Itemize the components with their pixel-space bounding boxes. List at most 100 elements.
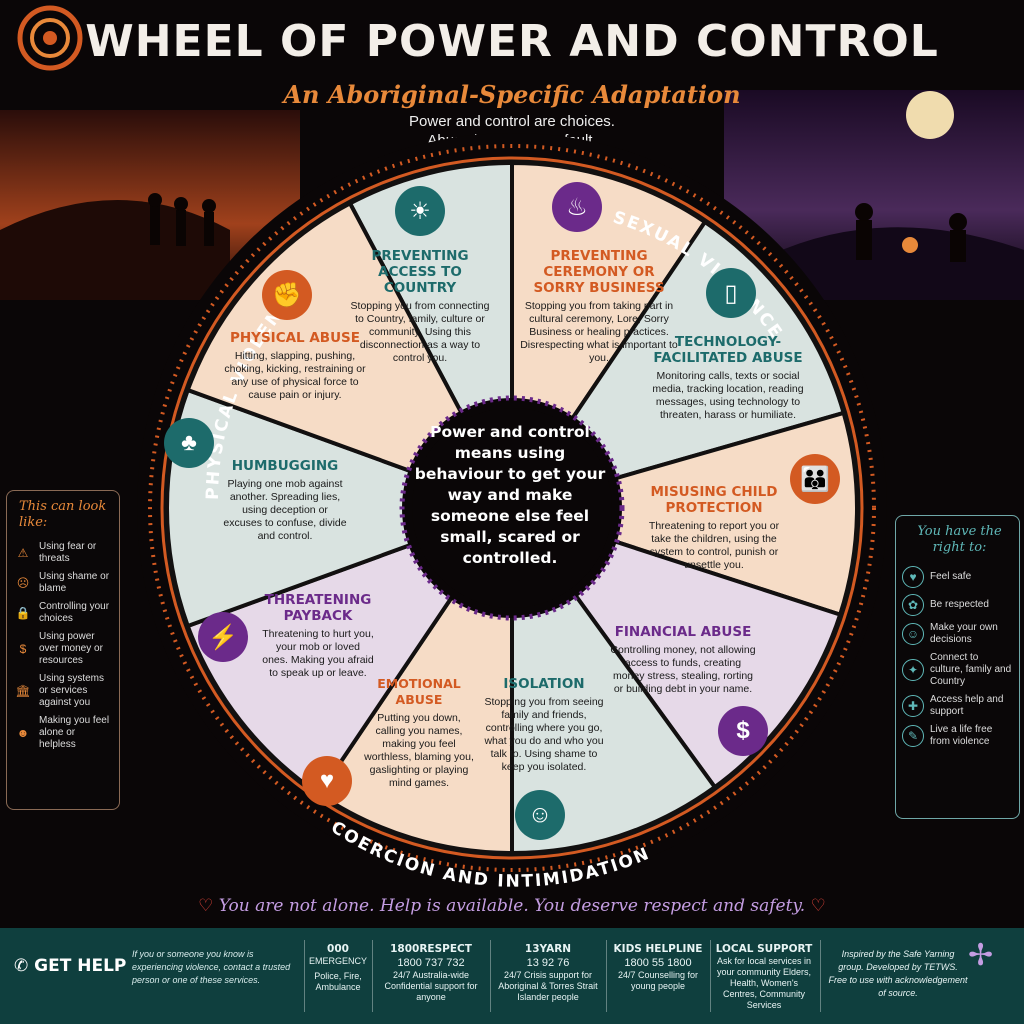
free-icon: ✎ bbox=[902, 725, 924, 747]
looks-like-box: This can look like: ⚠Using fear or threa… bbox=[6, 490, 120, 810]
support-message: ♡ You are not alone. Help is available. … bbox=[198, 896, 826, 916]
service-13yarn: 13YARN 13 92 76 24/7 Crisis support for … bbox=[494, 942, 602, 1003]
help-icon: ✚ bbox=[902, 695, 924, 717]
get-help-description: If you or someone you know is experienci… bbox=[132, 949, 291, 985]
segment-physical-abuse: PHYSICAL ABUSE Hitting, slapping, pushin… bbox=[222, 330, 368, 402]
segment-title: PREVENTING ACCESS TO COUNTRY bbox=[371, 248, 469, 296]
service-name: LOCAL SUPPORT bbox=[715, 943, 813, 955]
dragonfly-icon: ✢ bbox=[968, 939, 994, 972]
warning-icon: ⚠ bbox=[17, 546, 29, 560]
rights-item: ✚Access help and support bbox=[902, 694, 1013, 718]
country-landscape-icon: ☀ bbox=[395, 186, 445, 236]
divider bbox=[606, 940, 607, 1012]
segment-desc: Controlling money, not allowing access t… bbox=[610, 644, 756, 695]
lightning-icon: ⚡ bbox=[198, 612, 248, 662]
looks-like-item: ☹Using shame or blame bbox=[13, 571, 113, 595]
segment-desc: Stopping you from connecting to Country,… bbox=[350, 300, 490, 364]
service-name: KIDS HELPLINE bbox=[613, 943, 703, 955]
segment-desc: Stopping you from taking part in cultura… bbox=[520, 300, 678, 364]
alone-icon: ☻ bbox=[16, 726, 30, 740]
help-footer: ✆ GET HELP If you or someone you know is… bbox=[0, 928, 1024, 1024]
phone-icon: ✆ bbox=[14, 956, 29, 976]
segment-technology-abuse: TECHNOLOGY-FACILITATED ABUSE Monitoring … bbox=[648, 334, 808, 422]
segment-title: HUMBUGGING bbox=[231, 458, 339, 474]
service-000: 000 EMERGENCY Police, Fire, Ambulance bbox=[306, 942, 370, 993]
divider bbox=[304, 940, 305, 1012]
divider bbox=[372, 940, 373, 1012]
segment-desc: Putting you down, calling you names, mak… bbox=[364, 712, 474, 789]
segment-title: THREATENING PAYBACK bbox=[264, 592, 372, 624]
service-name: 1800RESPECT bbox=[390, 943, 472, 955]
moon-icon bbox=[906, 91, 954, 139]
safe-icon: ♥ bbox=[902, 566, 924, 588]
service-local-support: LOCAL SUPPORT Ask for local services in … bbox=[714, 942, 814, 1011]
segment-misusing-child-protection: MISUSING CHILD PROTECTION Threatening to… bbox=[648, 484, 780, 572]
person-icon: ☺ bbox=[902, 623, 924, 645]
looks-like-item: ⚠Using fear or threats bbox=[13, 541, 113, 565]
looks-like-item: 🏛Using systems or services against you bbox=[13, 673, 113, 709]
center-definition: Power and control means using behaviour … bbox=[414, 423, 606, 567]
service-number: 13 92 76 bbox=[526, 957, 570, 969]
segment-title: TECHNOLOGY-FACILITATED ABUSE bbox=[653, 334, 803, 366]
rights-item: ✿Be respected bbox=[902, 594, 1013, 616]
service-1800respect: 1800RESPECT 1800 737 732 24/7 Australia-… bbox=[376, 942, 486, 1003]
segment-title: ISOLATION bbox=[503, 676, 585, 692]
segment-title: MISUSING CHILD PROTECTION bbox=[650, 484, 778, 516]
segment-title: PREVENTING CEREMONY OR SORRY BUSINESS bbox=[533, 248, 665, 296]
get-help-label: ✆ GET HELP bbox=[14, 956, 127, 976]
service-number: 1800 737 732 bbox=[397, 957, 465, 969]
divider bbox=[710, 940, 711, 1012]
looks-like-item: $Using power over money or resources bbox=[13, 631, 113, 667]
segment-desc: Hitting, slapping, pushing, choking, kic… bbox=[224, 350, 366, 401]
lock-icon: 🔒 bbox=[15, 606, 31, 620]
page-subtitle: An Aboriginal-Specific Adaptation bbox=[283, 80, 741, 109]
rights-item: ☺Make your own decisions bbox=[902, 622, 1013, 646]
parent-child-icon: 👪 bbox=[790, 454, 840, 504]
building-icon: 🏛 bbox=[15, 684, 31, 698]
divider bbox=[820, 940, 821, 1012]
service-kids-helpline: KIDS HELPLINE 1800 55 1800 24/7 Counsell… bbox=[610, 942, 706, 992]
segment-desc: Playing one mob against another. Spreadi… bbox=[223, 478, 347, 542]
segment-preventing-access: PREVENTING ACCESS TO COUNTRY Stopping yo… bbox=[350, 248, 490, 365]
ceremony-icon: ♨ bbox=[552, 182, 602, 232]
segment-title: FINANCIAL ABUSE bbox=[614, 624, 752, 640]
respect-icon: ✿ bbox=[902, 594, 924, 616]
page-title: WHEEL OF POWER AND CONTROL bbox=[85, 16, 939, 67]
connect-icon: ✦ bbox=[902, 659, 924, 681]
shame-icon: ☹ bbox=[16, 576, 30, 590]
segment-title: EMOTIONAL ABUSE bbox=[377, 676, 461, 707]
divider bbox=[490, 940, 491, 1012]
heart-icon: ♡ bbox=[810, 896, 826, 916]
service-name: 13YARN bbox=[524, 943, 572, 955]
rights-title: You have the right to: bbox=[917, 524, 1002, 555]
wheel-segment bbox=[165, 387, 518, 629]
rights-item: ✎Live a life free from violence bbox=[902, 724, 1013, 748]
segment-desc: Stopping you from seeing family and frie… bbox=[484, 696, 604, 773]
segment-financial-abuse: FINANCIAL ABUSE Controlling money, not a… bbox=[608, 624, 758, 696]
group-icon: ☺ bbox=[515, 790, 565, 840]
looks-like-item: 🔒Controlling your choices bbox=[13, 601, 113, 625]
phone-icon: ▯ bbox=[706, 268, 756, 318]
credit-note: Inspired by the Safe Yarning group. Deve… bbox=[828, 949, 968, 998]
service-number: 1800 55 1800 bbox=[624, 957, 692, 969]
dollar-icon: $ bbox=[718, 706, 768, 756]
looks-like-title: This can look like: bbox=[19, 499, 107, 530]
dollar-icon: $ bbox=[19, 642, 27, 656]
segment-title: PHYSICAL ABUSE bbox=[229, 330, 361, 346]
service-desc: 24/7 Counselling for young people bbox=[617, 970, 699, 991]
tree-icon: ♣ bbox=[164, 418, 214, 468]
service-desc: Ask for local services in your community… bbox=[716, 956, 812, 1010]
service-desc: 24/7 Australia-wide Confidential support… bbox=[384, 970, 478, 1002]
segment-preventing-ceremony: PREVENTING CEREMONY OR SORRY BUSINESS St… bbox=[520, 248, 678, 365]
service-desc: Police, Fire, Ambulance bbox=[314, 971, 362, 992]
segment-desc: Threatening to report you or take the ch… bbox=[648, 520, 780, 571]
fist-icon: ✊ bbox=[262, 270, 312, 320]
segment-desc: Threatening to hurt you, your mob or lov… bbox=[262, 628, 374, 679]
heart-icon: ♡ bbox=[198, 896, 214, 916]
looks-like-item: ☻Making you feel alone or helpless bbox=[13, 715, 113, 751]
wheel-segment bbox=[505, 410, 859, 618]
segment-humbugging: HUMBUGGING Playing one mob against anoth… bbox=[222, 458, 348, 543]
broken-heart-icon: ♥ bbox=[302, 756, 352, 806]
segment-isolation: ISOLATION Stopping you from seeing famil… bbox=[478, 676, 610, 774]
